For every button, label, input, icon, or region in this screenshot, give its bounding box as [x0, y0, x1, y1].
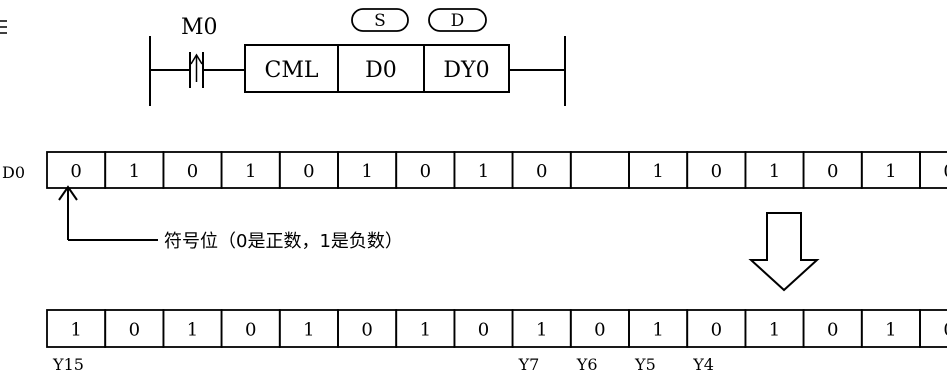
- sign-bit-note: 符号位（0是正数，1是负数）: [164, 231, 403, 252]
- result-register-bit: 1: [70, 320, 81, 341]
- bit-label-y7: Y7: [518, 355, 540, 374]
- source-register-bit: 1: [652, 161, 663, 182]
- source-register-row: 0 1 0 1 0 1 0 1 0 1 0 1 0 1 0: [46, 151, 947, 189]
- source-operand: D0: [365, 58, 397, 83]
- source-register-bit: 0: [943, 161, 947, 182]
- result-register-bit: 0: [594, 320, 605, 341]
- result-register-bit: 0: [943, 320, 947, 341]
- result-register-bit: 1: [420, 320, 431, 341]
- rising-edge-contact: [189, 52, 204, 88]
- source-register-bit: 1: [361, 161, 372, 182]
- result-register-cell: [919, 309, 947, 348]
- result-register-row: 1 0 1 0 1 0 1 0 1 0 1 0 1 0 1 0: [46, 309, 947, 348]
- source-register-bit: 1: [245, 161, 256, 182]
- source-tag: [351, 8, 409, 32]
- result-register-bit: 1: [187, 320, 198, 341]
- source-register-bit: 0: [711, 161, 722, 182]
- bit-label-y6: Y6: [576, 355, 598, 374]
- source-register-bit: 1: [769, 161, 780, 182]
- ladder-rung: M0 CML D0 DY0 S D: [149, 8, 566, 106]
- source-register-bit: 0: [303, 161, 314, 182]
- result-register-bit: 0: [827, 320, 838, 341]
- bit-label-y5: Y5: [634, 355, 656, 374]
- source-register-bit: 0: [70, 161, 81, 182]
- result-register-bit: 1: [652, 320, 663, 341]
- source-register-bit: 1: [129, 161, 140, 182]
- result-register-bit: 1: [885, 320, 896, 341]
- source-register-bit: 1: [478, 161, 489, 182]
- result-register-bit: 1: [769, 320, 780, 341]
- dest-tag: [428, 8, 487, 32]
- instruction-name: CML: [265, 58, 319, 83]
- source-register-bit: 0: [536, 161, 547, 182]
- result-register-bit: 0: [129, 320, 140, 341]
- result-register-bit: 1: [303, 320, 314, 341]
- bit-label-y4: Y4: [692, 355, 714, 374]
- source-tag-label: S: [374, 11, 386, 31]
- edge-mark: [0, 20, 7, 34]
- result-register-bit: 0: [361, 320, 372, 341]
- source-register-bit: 0: [827, 161, 838, 182]
- source-register-bit: 0: [187, 161, 198, 182]
- instruction-box: [244, 44, 510, 93]
- result-register-bit: 0: [711, 320, 722, 341]
- result-register-bit: 0: [245, 320, 256, 341]
- result-bit-labels: Y15 Y7 Y6 Y5 Y4: [52, 355, 714, 374]
- result-register-bit: 0: [478, 320, 489, 341]
- source-register-label: D0: [2, 163, 25, 182]
- source-register-cell: [919, 151, 947, 189]
- bit-label-y15: Y15: [52, 355, 84, 374]
- source-register-cell: [569, 151, 630, 189]
- result-register-bit: 1: [536, 320, 547, 341]
- source-register-bit: 0: [420, 161, 431, 182]
- dest-tag-label: D: [451, 11, 465, 31]
- contact-label: M0: [181, 15, 218, 40]
- source-register-bit: 1: [885, 161, 896, 182]
- dest-operand: DY0: [443, 58, 489, 83]
- down-arrow: [748, 212, 820, 292]
- sign-bit-arrow: [58, 185, 158, 241]
